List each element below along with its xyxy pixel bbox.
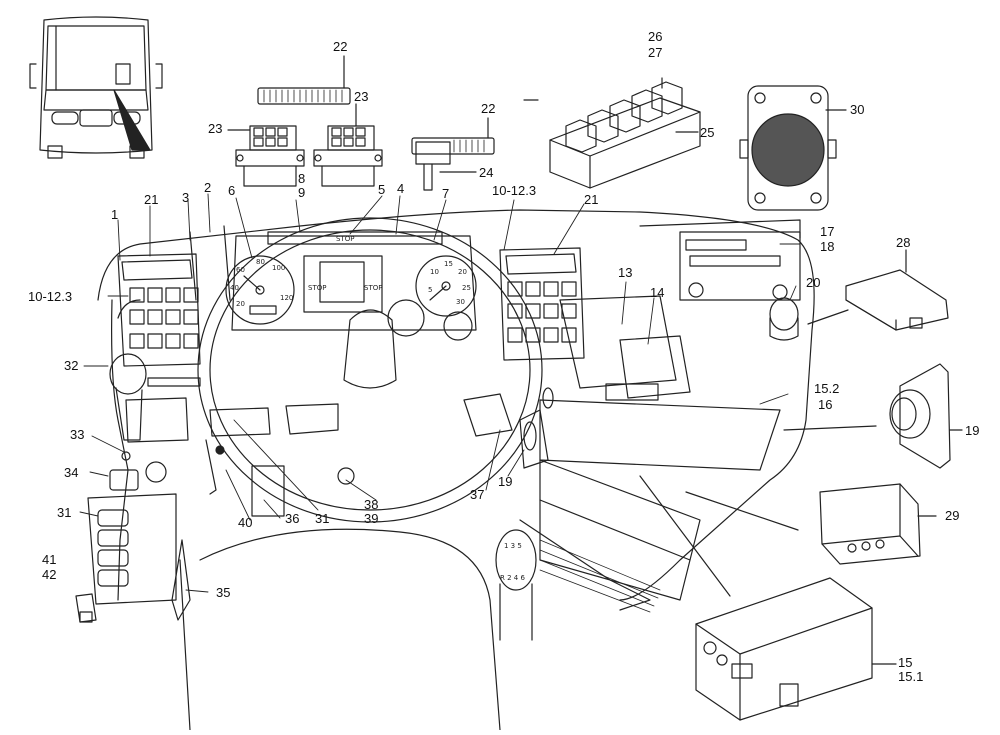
callout-2: 2	[204, 180, 212, 195]
callout-37: 37	[470, 487, 485, 502]
dashboard-body	[75, 209, 815, 731]
callout-26: 26	[648, 29, 663, 44]
callout-5: 5	[378, 182, 386, 197]
speedo-tick: 120	[280, 294, 293, 302]
tacho-tick: 20	[458, 268, 467, 276]
callout-17: 17	[820, 224, 835, 239]
callout-22-mid: 22	[481, 101, 496, 116]
tacho-tick: 25	[462, 284, 471, 292]
tacho-tick: 10	[430, 268, 439, 276]
stop-label-left: STOP	[308, 284, 326, 292]
callout-7: 7	[442, 186, 450, 201]
speedo-tick: 20	[236, 300, 245, 308]
callout-31-left: 31	[57, 505, 72, 520]
callout-31-bottom: 31	[315, 511, 330, 526]
callout-23-left: 23	[208, 121, 223, 136]
callout-1: 1	[111, 207, 119, 222]
callout-16: 16	[818, 397, 833, 412]
callout-35: 35	[216, 585, 231, 600]
tacho-tick: 15	[444, 260, 453, 268]
callout-10-12-3-right: 10-12.3	[492, 183, 537, 198]
vent-grille-top	[257, 87, 351, 105]
callout-19-panel: 19	[498, 474, 513, 489]
gear-pattern-top: 1 3 5	[504, 542, 522, 550]
callout-10-12-3-left: 10-12.3	[28, 289, 73, 304]
module-28	[807, 249, 949, 331]
callout-3: 3	[182, 190, 190, 205]
callout-20: 20	[806, 275, 821, 290]
gear-pattern-bottom: R 2 4 6	[500, 574, 525, 582]
vent-module-left	[235, 125, 305, 187]
callout-21-right: 21	[584, 192, 599, 207]
callout-34: 34	[64, 465, 79, 480]
speedo-tick: 60	[236, 266, 245, 274]
callout-24: 24	[479, 165, 494, 180]
tacho-tick: 5	[428, 286, 432, 294]
callout-21-left: 21	[144, 192, 159, 207]
callout-25: 25	[700, 125, 715, 140]
relay-block	[549, 77, 701, 189]
bus-front-view	[29, 16, 163, 159]
callout-9: 9	[298, 185, 306, 200]
vent-with-switch	[411, 117, 495, 191]
callout-23-right: 23	[354, 89, 369, 104]
speedo-tick: 100	[272, 264, 285, 272]
stop-label-right: STOP	[364, 284, 382, 292]
vent-module-right	[313, 125, 383, 187]
callout-4: 4	[397, 181, 405, 196]
speedo-tick: 80	[256, 258, 265, 266]
callout-30: 30	[850, 102, 865, 117]
speaker-19	[783, 363, 963, 469]
callout-32: 32	[64, 358, 79, 373]
callout-40: 40	[238, 515, 253, 530]
tacho-tick: 30	[456, 298, 465, 306]
radio-unit-15	[639, 475, 897, 721]
callout-39: 39	[364, 511, 379, 526]
callout-36: 36	[285, 511, 300, 526]
speaker-box	[739, 85, 847, 211]
callout-33: 33	[70, 427, 85, 442]
callout-6: 6	[228, 183, 236, 198]
callout-13: 13	[618, 265, 633, 280]
callout-28: 28	[896, 235, 911, 250]
callout-15-1: 15.1	[898, 669, 924, 684]
callout-15: 15	[898, 655, 913, 670]
stop-label-top: STOP	[336, 235, 354, 243]
callout-19-speaker: 19	[965, 423, 980, 438]
amplifier-29	[685, 483, 937, 565]
speedo-tick: 40	[230, 284, 239, 292]
callout-29: 29	[945, 508, 960, 523]
callout-14: 14	[650, 285, 665, 300]
callout-22-top: 22	[333, 39, 348, 54]
callout-15-2: 15.2	[814, 381, 840, 396]
callout-27: 27	[648, 45, 663, 60]
callout-41: 41	[42, 552, 57, 567]
callout-8: 8	[298, 171, 306, 186]
callout-42: 42	[42, 567, 57, 582]
callout-38: 38	[364, 497, 379, 512]
callout-18: 18	[820, 239, 835, 254]
